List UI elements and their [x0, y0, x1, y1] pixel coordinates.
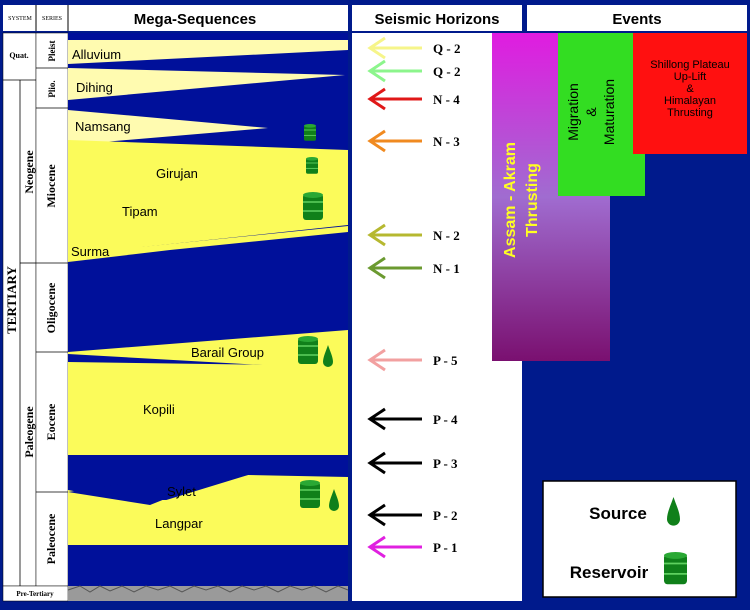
- horizon-label: N - 3: [433, 134, 460, 149]
- horizon-label: N - 2: [433, 228, 460, 243]
- events-header: Events: [612, 11, 661, 28]
- dihing-band: [68, 68, 345, 100]
- plio-label: Plio.: [47, 80, 57, 97]
- tipam-label: Tipam: [122, 204, 158, 219]
- sylet-label: Sylet: [167, 484, 196, 499]
- barail-band: [68, 330, 348, 368]
- shillong-bar: [633, 33, 747, 154]
- legend-reservoir-icon: [663, 551, 688, 586]
- miocene-label: Miocene: [44, 164, 58, 208]
- seismic-horizons-header: Seismic Horizons: [374, 11, 499, 28]
- legend-reservoir-label: Reservoir: [570, 563, 649, 582]
- seismic-header-box: [352, 5, 522, 31]
- migration-label-1: Migration: [565, 83, 581, 141]
- shillong-label-4: Himalayan: [664, 95, 716, 107]
- migration-bar: [558, 33, 645, 196]
- namsang-band: [68, 110, 268, 145]
- horizon-arrow: [367, 407, 422, 431]
- system-column: [2, 32, 37, 587]
- kopili-band: [68, 362, 348, 455]
- assam-akram-label-1: Assam - Akram: [502, 142, 519, 258]
- horizon-label: N - 1: [433, 261, 460, 276]
- horizon-arrow: [367, 59, 422, 83]
- reservoir-icon: [303, 123, 317, 142]
- horizon-label: Q - 2: [433, 41, 460, 56]
- langpar-band: [68, 500, 348, 545]
- shillong-label-2: Up-Lift: [674, 71, 706, 83]
- horizon-label: P - 4: [433, 412, 458, 427]
- horizon-arrow: [367, 503, 422, 527]
- eocene-label: Eocene: [44, 403, 58, 440]
- strat-header: [3, 5, 348, 31]
- namsang-label: Namsang: [75, 119, 131, 134]
- shillong-label-1: Shillong Plateau: [650, 59, 730, 71]
- girujan-tipam-band: [68, 140, 348, 255]
- migration-label-2: &: [583, 107, 599, 117]
- quat-label: Quat.: [9, 51, 28, 60]
- reservoir-icon: [299, 479, 321, 509]
- events-header-box: [527, 5, 747, 31]
- neogene-label: Neogene: [22, 150, 36, 194]
- surma-label: Surma: [71, 244, 110, 259]
- horizon-arrow: [367, 256, 422, 280]
- pre-tertiary-label: Pre-Tertiary: [16, 590, 54, 598]
- shillong-label-3: &: [686, 83, 694, 95]
- horizon-label: P - 1: [433, 540, 458, 555]
- surma-band: [68, 226, 348, 262]
- paleocene-label: Paleocene: [44, 513, 58, 564]
- series-header: SERIES: [42, 16, 62, 22]
- horizon-label: Q - 2: [433, 64, 460, 79]
- reservoir-icon: [305, 156, 319, 175]
- horizon-label: P - 5: [433, 353, 458, 368]
- reservoir-icon: [297, 335, 319, 365]
- pleist-label: Pleist: [47, 41, 57, 62]
- horizon-label: N - 4: [433, 92, 460, 107]
- langpar-label: Langpar: [155, 516, 203, 531]
- shillong-label-5: Thrusting: [667, 107, 713, 119]
- series-column: [35, 32, 69, 587]
- barail-label: Barail Group: [191, 345, 264, 360]
- tertiary-label: TERTIARY: [4, 266, 19, 334]
- horizon-arrow: [367, 87, 422, 111]
- horizon-arrow: [367, 36, 422, 60]
- oligocene-label: Oligocene: [44, 282, 58, 333]
- horizon-label: P - 3: [433, 456, 458, 471]
- reservoir-icon: [302, 191, 324, 221]
- legend-source-label: Source: [589, 504, 647, 523]
- horizon-arrow: [367, 535, 422, 559]
- assam-akram-label-2: Thrusting: [524, 163, 541, 237]
- horizon-list: Q - 2 Q - 2 N - 4 N - 3 N - 2 N - 1 P - 5 P - 4…: [367, 36, 460, 559]
- paleogene-label: Paleogene: [22, 406, 36, 458]
- alluvium-label: Alluvium: [72, 47, 121, 62]
- migration-label-3: Maturation: [601, 79, 617, 145]
- system-header: SYSTEM: [8, 16, 32, 22]
- sylet-band: [68, 475, 348, 505]
- horizon-arrow: [367, 348, 422, 372]
- mega-sequences-header: Mega-Sequences: [134, 11, 257, 28]
- legend-box: [542, 480, 737, 598]
- horizon-arrow: [367, 223, 422, 247]
- horizon-label: P - 2: [433, 508, 458, 523]
- kopili-label: Kopili: [143, 402, 175, 417]
- horizon-arrow: [367, 451, 422, 475]
- horizon-arrow: [367, 129, 422, 153]
- dihing-label: Dihing: [76, 80, 113, 95]
- alluvium-band: [68, 40, 348, 64]
- girujan-label: Girujan: [156, 166, 198, 181]
